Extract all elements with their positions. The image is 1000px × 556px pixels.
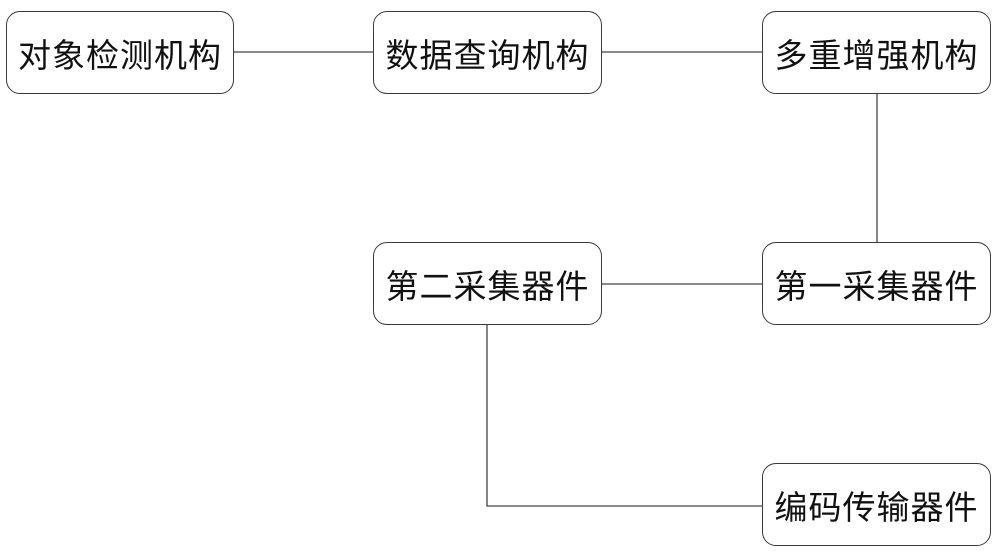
node-label: 多重增强机构	[775, 29, 979, 77]
node-label: 编码传输器件	[775, 481, 979, 529]
node-object-detection: 对象检测机构	[6, 11, 234, 94]
node-label: 第一采集器件	[775, 260, 979, 308]
edge-second-to-encode	[487, 325, 762, 506]
node-label: 对象检测机构	[18, 29, 222, 77]
node-second-collector: 第二采集器件	[373, 242, 602, 325]
node-label: 第二采集器件	[386, 260, 590, 308]
node-multi-enhance: 多重增强机构	[762, 11, 991, 94]
node-label: 数据查询机构	[386, 29, 590, 77]
node-encode-transmit: 编码传输器件	[762, 463, 991, 546]
node-first-collector: 第一采集器件	[762, 242, 991, 325]
node-data-query: 数据查询机构	[373, 11, 602, 94]
